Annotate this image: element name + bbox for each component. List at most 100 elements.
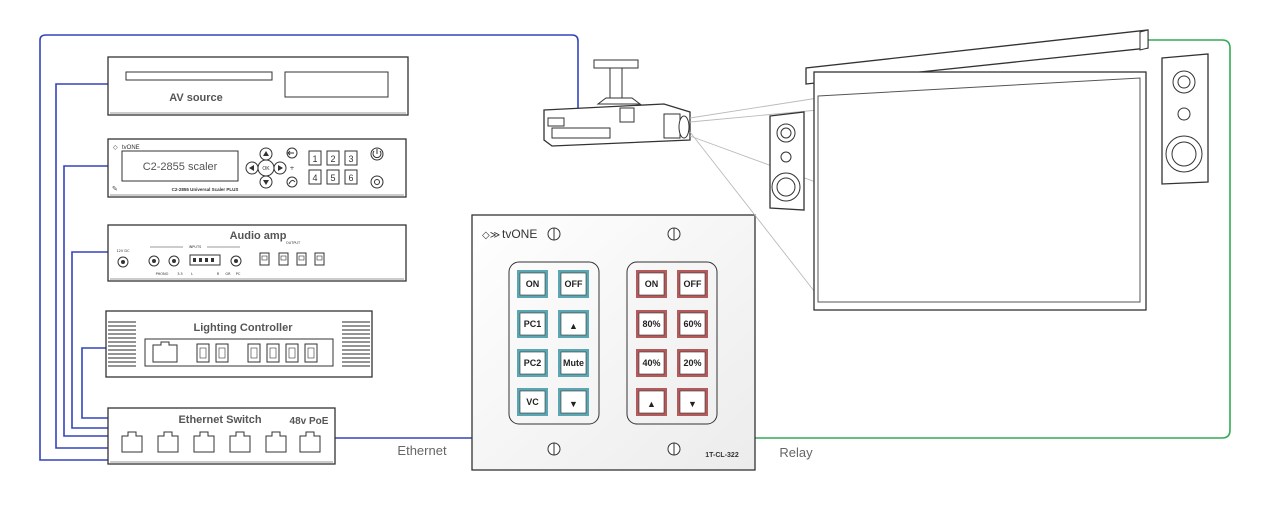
- control-panel: ◇≫ tvONE 1T-CL-322 ON OFF PC1: [471, 214, 756, 471]
- av-source-device: AV source: [107, 56, 409, 116]
- left-vent: [108, 321, 136, 367]
- right-button-group: [626, 261, 718, 425]
- projector-lens-icon: [678, 115, 690, 139]
- projector-mount-pole: [609, 67, 623, 103]
- panel-button-20[interactable]: 20%: [677, 349, 708, 377]
- svg-text:80%: 80%: [642, 319, 660, 329]
- panel-screws: [547, 227, 681, 456]
- wire-scaler: [63, 165, 108, 437]
- right-vent: [342, 321, 370, 367]
- lighting-rj45-port: [152, 341, 178, 363]
- brand-mark-icon: ◇: [113, 144, 118, 151]
- amp-inputs-label: INPUTS: [189, 245, 202, 249]
- scaler-model-line: C2-2855 Universal Scaler PLUS: [172, 187, 239, 192]
- panel-brand-icon: ◇≫: [482, 230, 500, 241]
- pen-icon: ✎: [112, 185, 118, 193]
- speaker-right: [1161, 53, 1209, 185]
- key-6: 6: [348, 173, 353, 183]
- scaler-dpad: OK: [245, 147, 287, 189]
- projector: [543, 59, 691, 147]
- jack-label-phono: PHONO: [156, 272, 169, 276]
- panel-button-volume-down[interactable]: ▼: [558, 388, 589, 416]
- key-1: 1: [312, 154, 317, 164]
- panel-button-on[interactable]: ON: [517, 270, 548, 298]
- wire-av-source: [39, 34, 579, 461]
- switch-port-1: [121, 431, 143, 453]
- panel-brand: tvONE: [502, 227, 537, 241]
- left-buttons: ON OFF PC1 ▲ PC2 Mute: [517, 270, 589, 416]
- svg-text:Mute: Mute: [563, 358, 584, 368]
- speaker-left: [769, 111, 805, 211]
- speaker-terminals: [259, 252, 325, 266]
- svg-text:PC2: PC2: [524, 358, 542, 368]
- svg-text:OFF: OFF: [684, 279, 702, 289]
- ethernet-wires: [39, 34, 579, 461]
- panel-button-lights-on[interactable]: ON: [636, 270, 667, 298]
- relay-link-label: Relay: [779, 445, 813, 460]
- switch-port-4: [229, 431, 251, 453]
- panel-model: 1T-CL-322: [705, 452, 739, 459]
- jack-label-gr: GR: [225, 272, 231, 276]
- poe-label: 48v PoE: [290, 416, 329, 427]
- switch-port-5: [265, 431, 287, 453]
- key-3: 3: [348, 154, 353, 164]
- svg-text:20%: 20%: [683, 358, 701, 368]
- panel-button-lights-down[interactable]: ▼: [677, 388, 708, 416]
- svg-text:▲: ▲: [569, 321, 578, 331]
- panel-button-60[interactable]: 60%: [677, 310, 708, 338]
- panel-button-40[interactable]: 40%: [636, 349, 667, 377]
- panel-button-lights-up[interactable]: ▲: [636, 388, 667, 416]
- lighting-controller-device: Lighting Controller: [105, 310, 373, 378]
- disc-slot: [125, 71, 273, 81]
- scaler-display: [121, 150, 239, 182]
- av-source-label: AV source: [169, 92, 223, 104]
- right-buttons: ON OFF 80% 60% 40% 20%: [636, 270, 708, 416]
- svg-text:▲: ▲: [647, 399, 656, 409]
- ok-key: OK: [262, 166, 270, 172]
- svg-text:ON: ON: [526, 279, 540, 289]
- scaler-keypad: 1 2 3 4 5 6: [308, 150, 358, 185]
- panel-button-mute[interactable]: Mute: [558, 349, 589, 377]
- menu-key-icon: [286, 176, 298, 188]
- switch-label: Ethernet Switch: [178, 414, 261, 426]
- lighting-label: Lighting Controller: [194, 322, 294, 334]
- panel-button-80[interactable]: 80%: [636, 310, 667, 338]
- key-2: 2: [330, 154, 335, 164]
- amp-output-label: OUTPUT: [286, 241, 301, 245]
- panel-button-pc2[interactable]: PC2: [517, 349, 548, 377]
- wire-av-source-2: [55, 83, 108, 449]
- wire-lighting: [81, 347, 108, 419]
- scaler-brand: tvONE: [122, 145, 140, 151]
- ethernet-link-label: Ethernet: [397, 443, 447, 458]
- panel-button-pc1[interactable]: PC1: [517, 310, 548, 338]
- panel-button-lights-off[interactable]: OFF: [677, 270, 708, 298]
- panel-button-off[interactable]: OFF: [558, 270, 589, 298]
- wire-audio-amp: [71, 251, 108, 429]
- svg-text:PC1: PC1: [524, 319, 542, 329]
- key-5: 5: [330, 173, 335, 183]
- jack-label-r: R: [217, 272, 220, 276]
- jack-label-35: 3.5: [177, 272, 183, 276]
- amp-power-label: 12V DC: [116, 249, 130, 253]
- panel-button-vc[interactable]: VC: [517, 388, 548, 416]
- scaler-display-text: C2-2855 scaler: [143, 161, 218, 173]
- projection-screen: [805, 29, 1149, 311]
- switch-port-2: [157, 431, 179, 453]
- panel-button-volume-up[interactable]: ▲: [558, 310, 589, 338]
- svg-text:60%: 60%: [683, 319, 701, 329]
- scaler-device: tvONE ◇ C2-2855 scaler C2-2855 Universal…: [107, 138, 407, 198]
- jack-label-pc: PC: [236, 272, 241, 276]
- jack-label-l: L: [191, 272, 193, 276]
- svg-text:40%: 40%: [642, 358, 660, 368]
- svg-text:OFF: OFF: [565, 279, 583, 289]
- svg-text:▼: ▼: [688, 399, 697, 409]
- ethernet-switch-device: Ethernet Switch 48v PoE: [107, 407, 336, 465]
- projector-mount-plate: [593, 59, 639, 69]
- key-4: 4: [312, 173, 317, 183]
- switch-port-3: [193, 431, 215, 453]
- switch-port-6: [299, 431, 321, 453]
- svg-text:ON: ON: [645, 279, 659, 289]
- svg-text:VC: VC: [526, 397, 539, 407]
